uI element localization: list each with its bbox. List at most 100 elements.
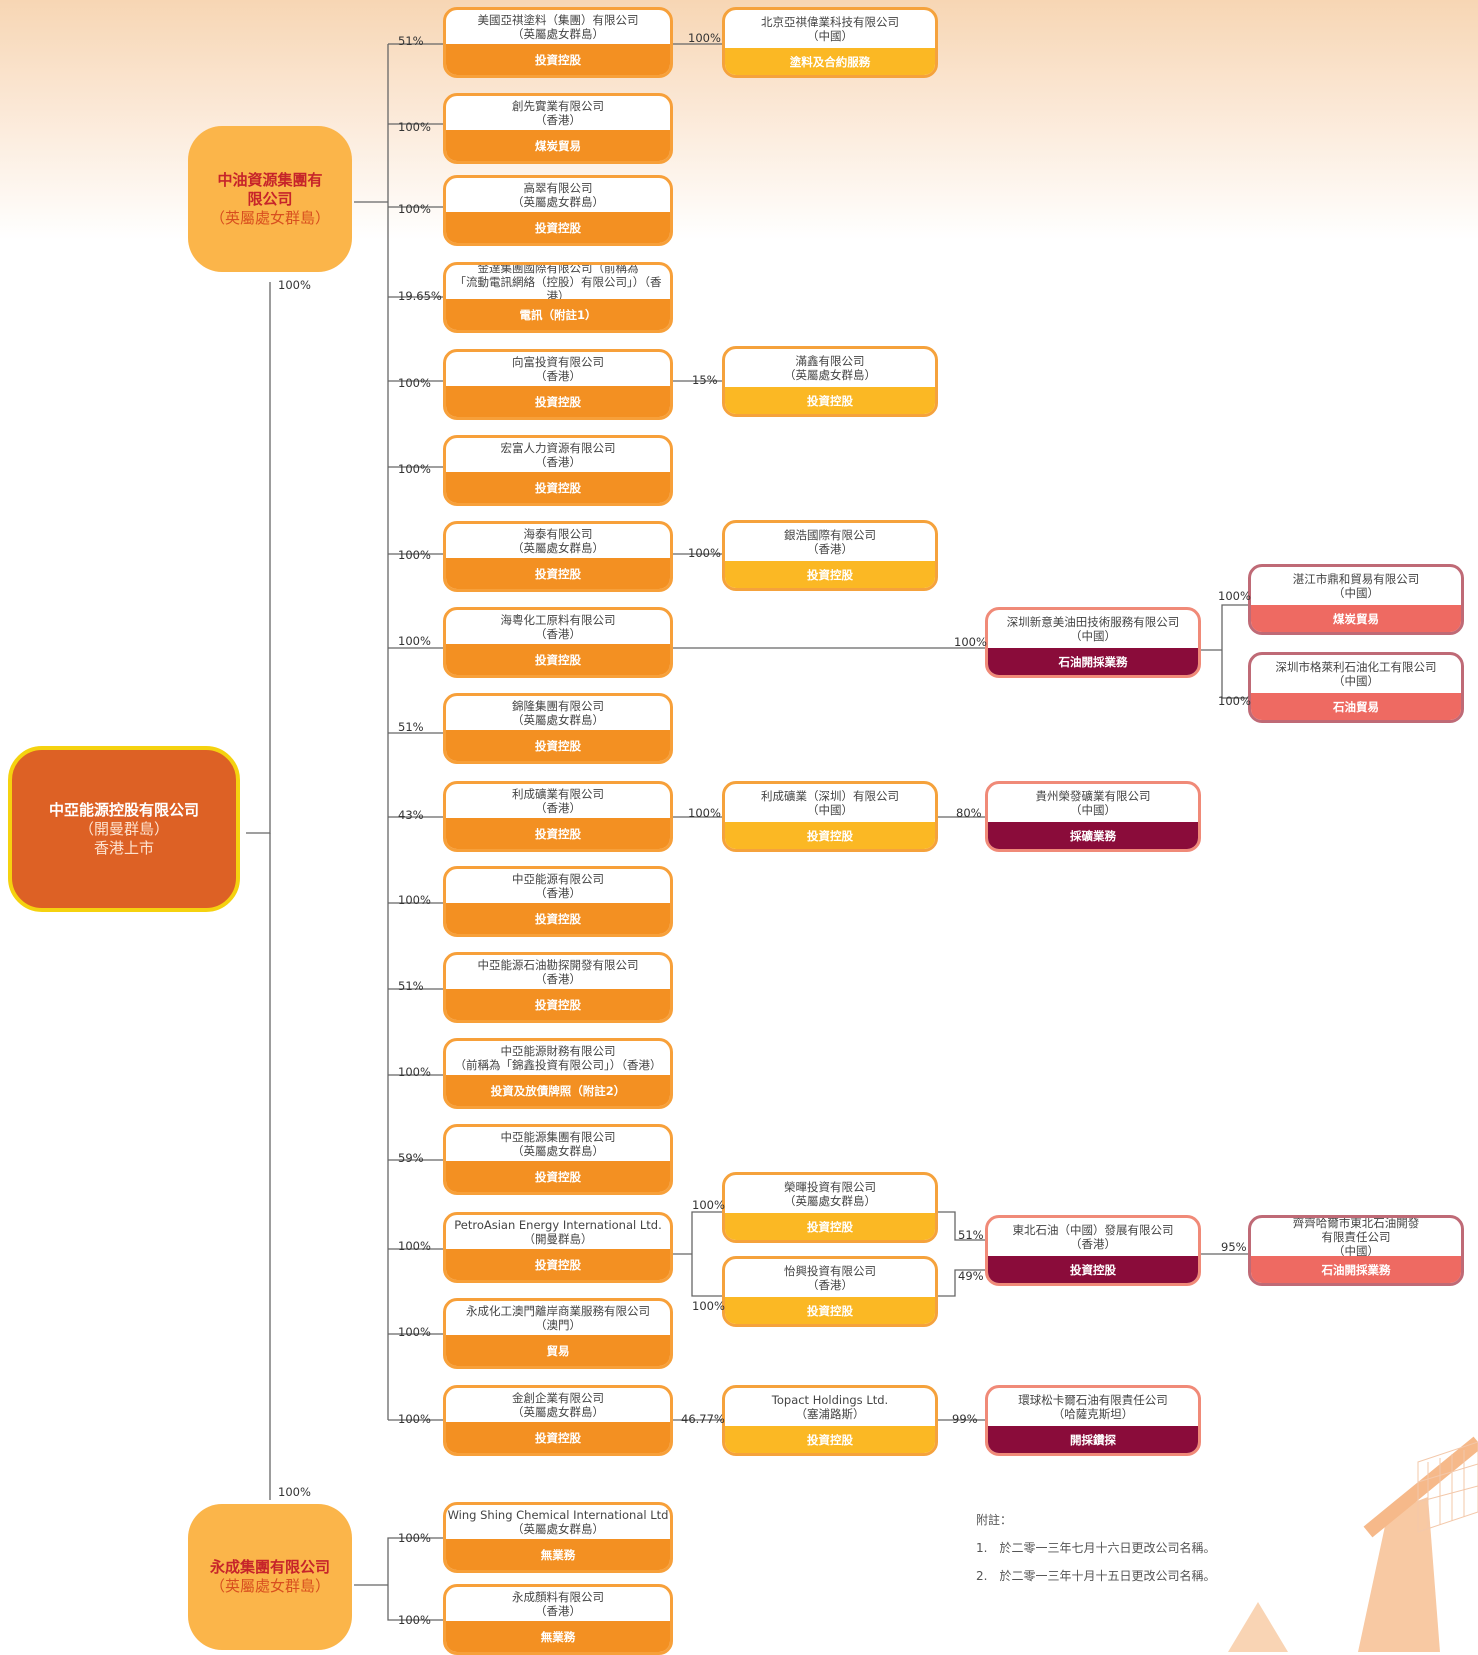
holding-11-box: 中亞能源石油勘探開發有限公司（香港）投資控股 bbox=[443, 952, 673, 1023]
company-name-line: 向富投資有限公司 bbox=[512, 355, 604, 369]
company-jurisdiction: （塞浦路斯） bbox=[795, 1407, 865, 1421]
col5-pct-2: 95% bbox=[1221, 1240, 1247, 1254]
company-name-line: 湛江市鼎和貿易有限公司 bbox=[1292, 572, 1420, 586]
ownership-pct-16: 100% bbox=[398, 1412, 431, 1426]
company-name: 向富投資有限公司（香港） bbox=[446, 352, 670, 386]
business-bar: 開採鑽探 bbox=[988, 1426, 1198, 1453]
company-jurisdiction: （香港） bbox=[807, 542, 853, 556]
mid-company-node-2: 永成集團有限公司 （英屬處女群島） bbox=[188, 1504, 352, 1650]
company-jurisdiction: （英屬處女群島） bbox=[512, 1144, 604, 1158]
business-bar: 貿易 bbox=[446, 1335, 670, 1366]
business-bar: 電訊（附註1） bbox=[446, 299, 670, 330]
holding-17-box: Wing Shing Chemical International Ltd（英屬… bbox=[443, 1502, 673, 1573]
business-bar: 煤炭貿易 bbox=[1251, 605, 1461, 632]
company-jurisdiction: （香港） bbox=[535, 801, 581, 815]
business-bar: 投資控股 bbox=[988, 1256, 1198, 1283]
holding-8-box: 錦隆集團有限公司（英屬處女群島）投資控股 bbox=[443, 693, 673, 764]
company-jurisdiction: （英屬處女群島） bbox=[512, 27, 604, 41]
col4-pct-0: 100% bbox=[954, 635, 987, 649]
company-name: 中亞能源財務有限公司（前稱為「錦鑫投資有限公司」）（香港） bbox=[446, 1041, 670, 1075]
company-jurisdiction: （中國） bbox=[1070, 803, 1116, 817]
holding-9-box: 利成礦業有限公司（香港）投資控股 bbox=[443, 781, 673, 852]
company-name-line: 利成礦業（深圳）有限公司 bbox=[761, 789, 899, 803]
company-jurisdiction: （開曼群島） bbox=[523, 1232, 593, 1246]
ownership-pct-4: 100% bbox=[398, 376, 431, 390]
business-bar: 無業務 bbox=[446, 1539, 670, 1570]
col3-pct-6: 46.77% bbox=[681, 1412, 725, 1426]
company-name: 金達集團國際有限公司（前稱為「流動電訊網絡（控股）有限公司」）（香港） bbox=[446, 265, 670, 303]
mid2-name: 永成集團有限公司 bbox=[209, 1558, 330, 1576]
company-name: 環球松卡爾石油有限責任公司（哈薩克斯坦） bbox=[988, 1388, 1198, 1426]
root-company-name: 中亞能源控股有限公司 bbox=[48, 800, 199, 819]
mid2-pct: 100% bbox=[278, 1485, 311, 1499]
company-jurisdiction: （英屬處女群島） bbox=[784, 1194, 876, 1208]
holding-18-box: 永成顏料有限公司（香港）無業務 bbox=[443, 1584, 673, 1655]
business-bar: 投資控股 bbox=[446, 818, 670, 849]
company-name: 北京亞祺偉業科技有限公司（中國） bbox=[725, 10, 935, 48]
note-2: 2. 於二零一三年十月十五日更改公司名稱。 bbox=[976, 1569, 1216, 1583]
company-jurisdiction: （英屬處女群島） bbox=[512, 713, 604, 727]
company-jurisdiction: （香港） bbox=[535, 113, 581, 127]
holding-7-box: 海粵化工原料有限公司（香港）投資控股 bbox=[443, 607, 673, 678]
ownership-pct-1: 100% bbox=[398, 120, 431, 134]
company-name: 齊齊哈爾市東北石油開發有限責任公司（中國） bbox=[1251, 1218, 1461, 1258]
company-name-line: 美國亞祺塗料（集團）有限公司 bbox=[477, 13, 639, 27]
mid1-name: 中油資源集團有限公司 bbox=[217, 170, 323, 208]
company-name-line: 永成顏料有限公司 bbox=[512, 1590, 604, 1604]
col3-pct-4: 100% bbox=[692, 1198, 725, 1212]
company-name-line: 滿鑫有限公司 bbox=[795, 354, 865, 368]
col3-pct-2: 100% bbox=[688, 546, 721, 560]
business-bar: 塗料及合約服務 bbox=[725, 48, 935, 75]
col3-pct-1: 15% bbox=[692, 373, 718, 387]
company-name: 銀浩國際有限公司（香港） bbox=[725, 523, 935, 561]
col4-pct-3: 99% bbox=[952, 1412, 978, 1426]
company-name-line: 中亞能源財務有限公司 bbox=[500, 1044, 616, 1058]
company-name-line: 中亞能源集團有限公司 bbox=[500, 1130, 616, 1144]
company-name-line: 環球松卡爾石油有限責任公司 bbox=[1018, 1393, 1168, 1407]
operating-1-box: 貴州榮發礦業有限公司（中國）採礦業務 bbox=[985, 781, 1201, 852]
col3-pct-5: 100% bbox=[692, 1299, 725, 1313]
holding-0-box: 美國亞祺塗料（集團）有限公司（英屬處女群島）投資控股 bbox=[443, 7, 673, 78]
business-bar: 投資控股 bbox=[725, 1297, 935, 1324]
ownership-pct-8: 51% bbox=[398, 720, 424, 734]
company-name-line-2: 有限責任公司 bbox=[1321, 1230, 1391, 1244]
business-bar: 投資控股 bbox=[446, 472, 670, 503]
ownership-pct-6: 100% bbox=[398, 548, 431, 562]
holding-14-box: PetroAsian Energy International Ltd.（開曼群… bbox=[443, 1212, 673, 1283]
ownership-pct-14: 100% bbox=[398, 1239, 431, 1253]
company-name-line: 金創企業有限公司 bbox=[512, 1391, 604, 1405]
business-bar: 石油貿易 bbox=[1251, 693, 1461, 720]
company-jurisdiction: （香港） bbox=[535, 369, 581, 383]
note-1: 1. 於二零一三年七月十六日更改公司名稱。 bbox=[976, 1541, 1216, 1555]
root-company-node: 中亞能源控股有限公司 （開曼群島） 香港上市 bbox=[8, 746, 240, 912]
company-name: 美國亞祺塗料（集團）有限公司（英屬處女群島） bbox=[446, 10, 670, 44]
company-name: 榮暉投資有限公司（英屬處女群島） bbox=[725, 1175, 935, 1213]
ownership-pct-11: 51% bbox=[398, 979, 424, 993]
company-jurisdiction: （中國） bbox=[1333, 586, 1379, 600]
business-bar: 投資控股 bbox=[725, 561, 935, 588]
company-name-line: 怡興投資有限公司 bbox=[784, 1264, 876, 1278]
company-name-line: 中亞能源石油勘探開發有限公司 bbox=[477, 958, 639, 972]
holding-3-box: 金達集團國際有限公司（前稱為「流動電訊網絡（控股）有限公司」）（香港）電訊（附註… bbox=[443, 262, 673, 333]
business-bar: 投資控股 bbox=[446, 903, 670, 934]
company-jurisdiction: （中國） bbox=[807, 803, 853, 817]
company-jurisdiction: （中國） bbox=[807, 29, 853, 43]
company-name: 東北石油（中國）發展有限公司（香港） bbox=[988, 1218, 1198, 1256]
company-name-line: 深圳新意美油田技術服務有限公司 bbox=[1006, 615, 1180, 629]
company-name-line: 銀浩國際有限公司 bbox=[784, 528, 876, 542]
ownership-pct-13: 59% bbox=[398, 1151, 424, 1165]
col4-pct-2a: 51% bbox=[958, 1228, 984, 1242]
company-name: 中亞能源有限公司（香港） bbox=[446, 869, 670, 903]
ownership-pct-3: 19.65% bbox=[398, 289, 442, 303]
ownership-pct-7: 100% bbox=[398, 634, 431, 648]
holding-2-box: 高翠有限公司（英屬處女群島）投資控股 bbox=[443, 175, 673, 246]
ownership-pct-5: 100% bbox=[398, 462, 431, 476]
operating-0-box: 深圳新意美油田技術服務有限公司（中國）石油開採業務 bbox=[985, 607, 1201, 678]
business-bar: 投資控股 bbox=[446, 1161, 670, 1192]
pink-0-box: 湛江市鼎和貿易有限公司（中國） 煤炭貿易 bbox=[1248, 564, 1464, 635]
company-jurisdiction: （前稱為「錦鑫投資有限公司」）（香港） bbox=[454, 1058, 662, 1072]
company-jurisdiction: （香港） bbox=[535, 972, 581, 986]
col4-pct-1: 80% bbox=[956, 806, 982, 820]
holding-5-box: 宏富人力資源有限公司（香港）投資控股 bbox=[443, 435, 673, 506]
company-name-line: 深圳市格萊利石油化工有限公司 bbox=[1275, 660, 1437, 674]
